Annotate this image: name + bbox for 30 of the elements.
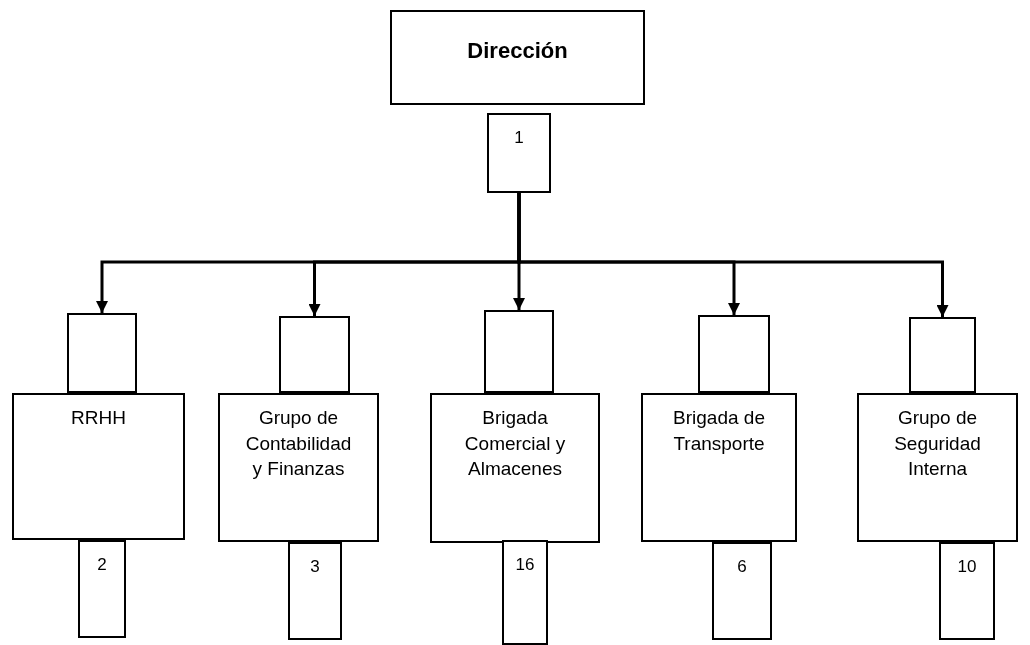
number-box — [939, 542, 995, 640]
department-box — [218, 393, 379, 542]
department-box — [641, 393, 797, 542]
number-box — [78, 540, 126, 638]
department-name: Grupo de Contabilidad y Finanzas — [244, 406, 353, 482]
department-box — [430, 393, 600, 543]
department-box — [12, 393, 185, 540]
department-name: Brigada Comercial y Almacenes — [463, 406, 567, 482]
department-box — [857, 393, 1018, 542]
number-box — [487, 113, 551, 193]
empty-box — [279, 316, 350, 393]
staff-count: 6 — [736, 556, 748, 578]
number-box — [502, 540, 548, 645]
department-name: Brigada de Transporte — [672, 406, 766, 456]
staff-count: 3 — [309, 556, 321, 578]
number-box — [712, 542, 772, 640]
staff-count: 16 — [514, 554, 536, 576]
empty-box — [698, 315, 770, 393]
empty-box — [909, 317, 976, 393]
department-name: RRHH — [70, 406, 127, 430]
number-box — [288, 542, 342, 640]
staff-count: 10 — [956, 556, 978, 578]
empty-box — [484, 310, 554, 393]
staff-count: 1 — [513, 127, 525, 149]
title-label: Dirección — [466, 37, 569, 65]
empty-box — [67, 313, 137, 393]
staff-count: 2 — [96, 554, 108, 576]
title-box — [390, 10, 645, 105]
department-name: Grupo de Seguridad Interna — [893, 406, 982, 482]
arrow — [517, 193, 949, 317]
